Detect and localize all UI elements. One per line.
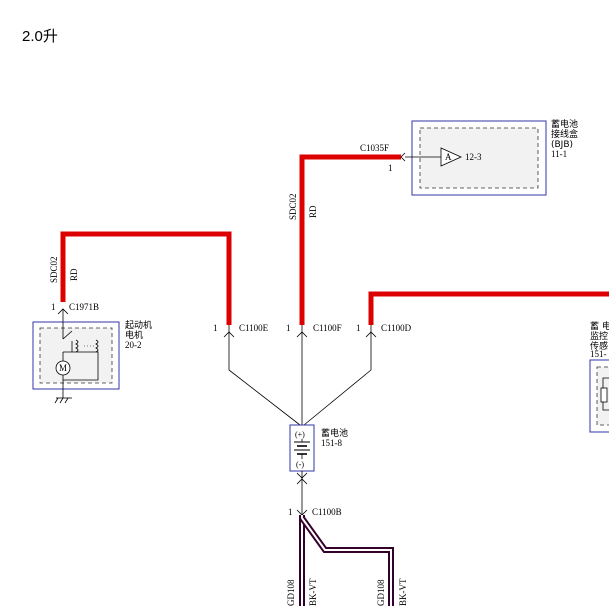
battery-plus-label: (+) [295, 430, 305, 439]
battery-minus-label: (-) [296, 460, 304, 469]
connector-arrow-icon [400, 152, 406, 162]
connector-c1100f: 1 C1100F [286, 323, 342, 425]
bjb-ref: 11-1 [551, 149, 567, 159]
ground-wire-1-color: BK-VT [308, 578, 318, 606]
battery-monitor-sensor: 蓄 电 监控 传感 151- [589, 320, 609, 433]
ground-wire-1-circuit: GD108 [286, 579, 296, 606]
motor-label: M [59, 363, 67, 373]
fuse-label: A [445, 152, 452, 162]
wire-bjb-to-c1100f [299, 154, 401, 325]
battery: (+) (-) 蓄电池 151-8 [289, 424, 348, 472]
connector-c1035f-pin: 1 [388, 163, 393, 173]
connector-c1971b-label: C1971B [69, 302, 99, 312]
connector-c1100f-pin: 1 [286, 323, 291, 333]
connector-c1100e-label: C1100E [239, 323, 269, 333]
wire-starter-to-c1100e [60, 231, 232, 325]
wire-bjb-color: RD [308, 205, 318, 218]
starter-name-line-1: 起动机 [125, 319, 152, 331]
connector-c1035f-label: C1035F [360, 143, 389, 153]
monitor-name-line-2: 监控 [590, 330, 608, 342]
wire-starter-circuit: SDC02 [49, 256, 59, 283]
solenoid-coil-icon [75, 339, 79, 353]
bjb-name-line-3: (BJB) [551, 140, 573, 150]
connector-c1100d: 1 C1100D [303, 323, 412, 426]
page-title: 2.0升 [22, 28, 58, 45]
connector-c1100d-label: C1100D [381, 323, 412, 333]
bjb-name-line-1: 蓄电池 [551, 118, 578, 130]
fuse-ref: 12-3 [465, 152, 482, 162]
wire-bjb-circuit: SDC02 [288, 193, 298, 220]
connector-c1100f-label: C1100F [313, 323, 342, 333]
connector-c1100b-label: C1100B [312, 507, 342, 517]
starter-ref: 20-2 [125, 340, 142, 350]
bjb-name-line-2: 接线盒 [551, 128, 578, 140]
monitor-name-line-3: 传感 [590, 340, 608, 352]
ground-wire-2-color: BK-VT [398, 578, 408, 606]
wire-monitor-to-c1100d [368, 291, 609, 325]
battery-ref: 151-8 [321, 438, 342, 448]
battery-name: 蓄电池 [321, 427, 348, 439]
connector-c1100d-pin: 1 [356, 323, 361, 333]
connector-c1971b-pin: 1 [51, 302, 56, 312]
connector-c1100b-pin: 1 [288, 507, 293, 517]
battery-junction-box: A 12-3 蓄电池 接线盒 (BJB) 11-1 [400, 118, 578, 196]
starter-motor: M 起动机 电机 20-2 [32, 308, 152, 404]
connector-c1100e: 1 C1100E [213, 323, 301, 426]
monitor-name-line-1: 蓄 电 [590, 320, 609, 332]
ground-wire-2-circuit: GD108 [376, 579, 386, 606]
starter-switch-icon [62, 330, 73, 340]
wire-starter-color: RD [69, 268, 79, 281]
monitor-ref: 151- [590, 349, 607, 359]
connector-c1100e-pin: 1 [213, 323, 218, 333]
starter-name-line-2: 电机 [125, 329, 143, 341]
